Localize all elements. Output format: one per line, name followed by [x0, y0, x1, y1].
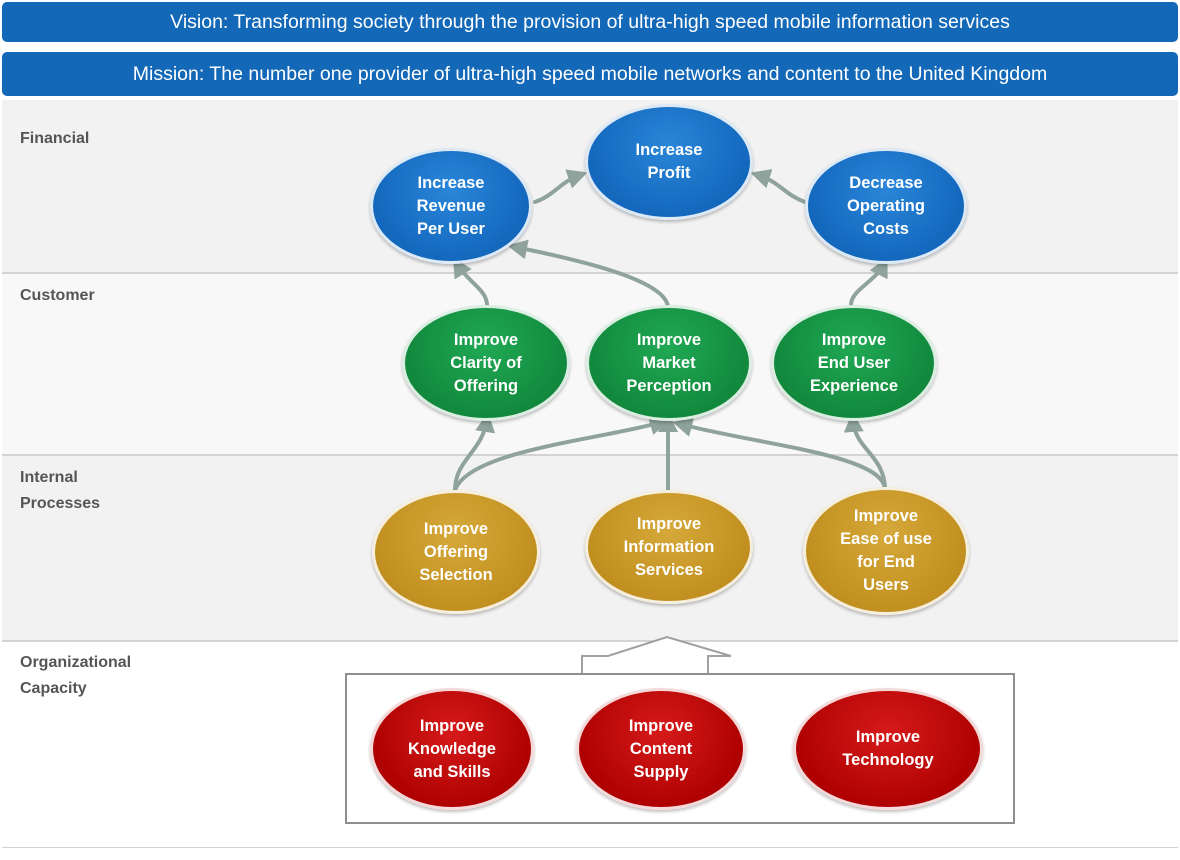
customer-label: Customer [20, 287, 95, 304]
selection-to-perception-connector [453, 415, 670, 492]
financial-label: Financial [20, 130, 90, 147]
mission-banner: Mission: The number one provider of ultr… [2, 52, 1178, 96]
improve-information-services-node: Improve Information Services [585, 490, 753, 604]
increase-revenue-per-user-node: Increase Revenue Per User [370, 148, 532, 264]
experience-to-costs-connector [849, 256, 888, 307]
improve-end-user-experience-node: Improve End User Experience [771, 305, 937, 421]
increase-profit-node: Increase Profit [585, 104, 753, 220]
internal-processes-label: Internal Processes [20, 469, 101, 512]
ease-to-experience-connector [843, 412, 887, 492]
vision-banner: Vision: Transforming society through the… [2, 2, 1178, 42]
improve-market-perception-node: Improve Market Perception [586, 305, 752, 421]
improve-technology-node: Improve Technology [793, 688, 983, 810]
improve-ease-of-use-node: Improve Ease of use for End Users [803, 487, 969, 615]
improve-offering-selection-node: Improve Offering Selection [372, 490, 540, 614]
perception-to-revenue-connector [507, 239, 670, 310]
selection-to-clarity-connector [453, 412, 496, 492]
decrease-operating-costs-node: Decrease Operating Costs [805, 148, 967, 264]
clarity-to-revenue-connector [452, 257, 489, 307]
revenue-to-profit-connector [533, 169, 588, 204]
org-to-internal-block-arrow [581, 635, 732, 673]
improve-knowledge-and-skills-node: Improve Knowledge and Skills [370, 688, 534, 810]
costs-to-profit-connector [750, 169, 807, 204]
ease-to-perception-connector [672, 417, 887, 492]
improve-content-supply-node: Improve Content Supply [576, 688, 746, 810]
improve-clarity-of-offering-node: Improve Clarity of Offering [402, 305, 570, 421]
organizational-capacity-label: Organizational Capacity [20, 654, 132, 697]
financial-band [2, 100, 1178, 274]
